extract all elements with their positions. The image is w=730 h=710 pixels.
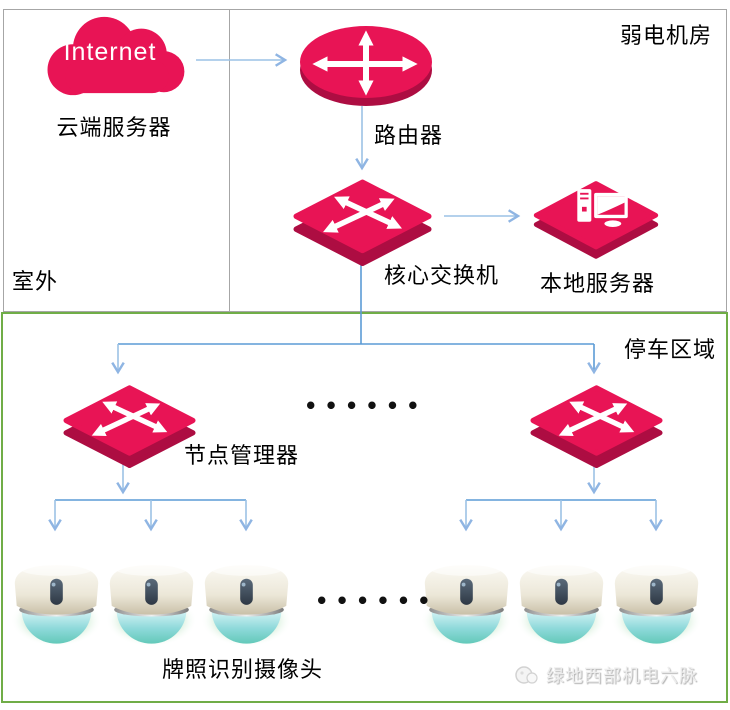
core-switch-icon — [284, 174, 441, 266]
watermark-logo-icon — [515, 666, 538, 684]
dome-camera-icon — [103, 551, 200, 651]
zone-divider-line — [229, 9, 230, 312]
internet-cloud-text: Internet — [63, 38, 157, 66]
dome-camera-icon — [198, 551, 295, 651]
core-switch-label: 核心交换机 — [384, 263, 500, 288]
parking-zone-box — [1, 312, 728, 703]
watermark: 绿地西部机电六脉 — [514, 662, 698, 688]
local-server-label: 本地服务器 — [540, 271, 656, 296]
router-label: 路由器 — [374, 123, 444, 148]
dome-camera-icon — [608, 551, 705, 651]
outdoor-zone-box — [3, 9, 727, 312]
dome-camera-icon — [513, 551, 610, 651]
node-manager-right-icon — [520, 380, 673, 468]
router-icon — [293, 22, 443, 110]
internet-cloud-icon — [35, 13, 193, 101]
zone-label-outdoor: 室外 — [12, 269, 59, 294]
dome-camera-icon — [8, 551, 105, 651]
cloud-server-label: 云端服务器 — [56, 115, 172, 140]
zone-label-parking: 停车区域 — [624, 337, 717, 362]
cameras-label: 牌照识别摄像头 — [162, 657, 324, 682]
zone-label-machine-room: 弱电机房 — [620, 23, 713, 48]
ellipsis-cameras: •••••• — [315, 589, 438, 613]
ellipsis-node-managers: •••••• — [304, 394, 427, 418]
node-manager-label: 节点管理器 — [184, 443, 300, 468]
watermark-text: 绿地西部机电六脉 — [546, 666, 698, 686]
local-server-icon — [526, 176, 666, 262]
